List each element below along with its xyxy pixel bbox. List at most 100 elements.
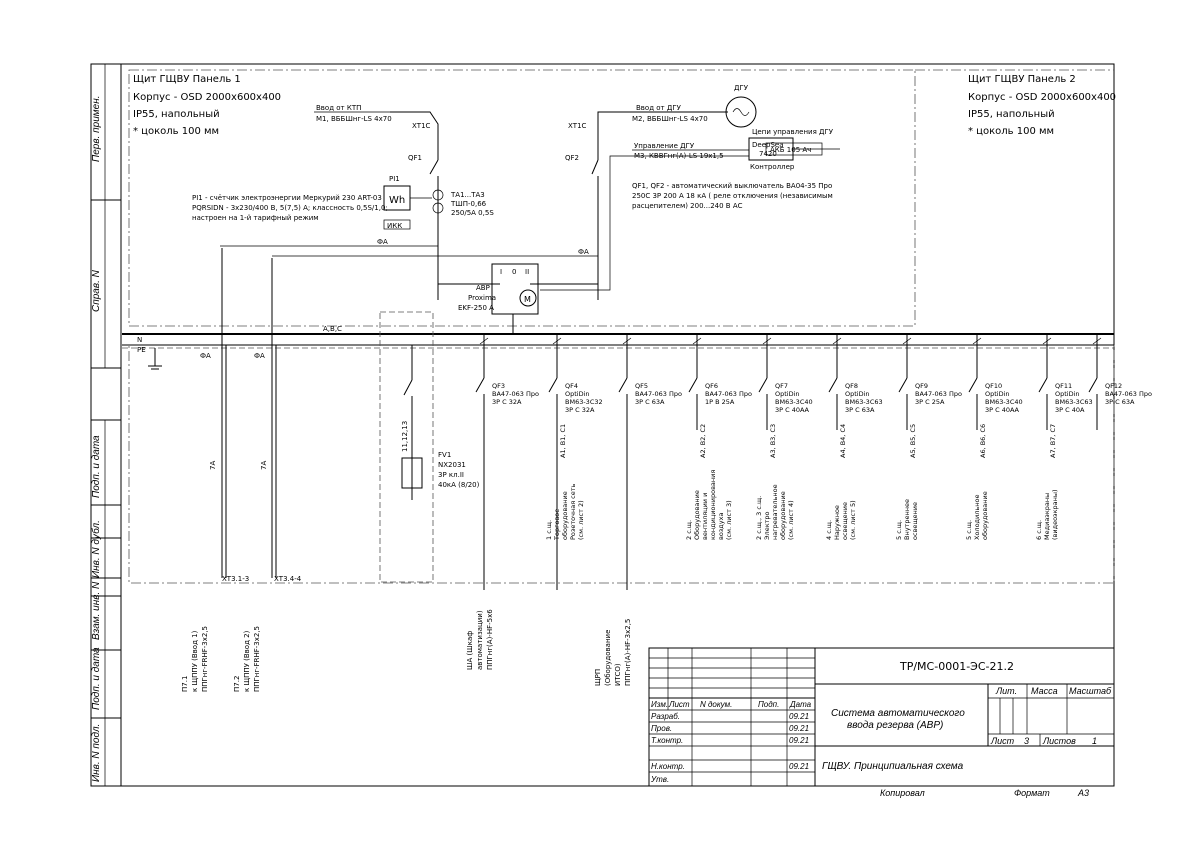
avr-switch: I 0 II M АВР Proxima EKF-250 А — [437, 263, 599, 334]
lower-panel-boundary — [128, 344, 1115, 584]
load-label: 4 с.щ. — [825, 520, 833, 540]
svg-text:ВА47-063 Про: ВА47-063 Про — [705, 390, 752, 398]
svg-text:М1, ВББШнг-LS 4х70: М1, ВББШнг-LS 4х70 — [316, 115, 392, 123]
svg-text:FV1: FV1 — [438, 451, 451, 459]
svg-text:ТР/МС-0001-ЭС-21.2: ТР/МС-0001-ЭС-21.2 — [899, 660, 1014, 673]
svg-text:ИТСО): ИТСО) — [614, 663, 622, 686]
svg-text:PQRSIDN - 3х230/400 В, 5(7,5): PQRSIDN - 3х230/400 В, 5(7,5) А; классно… — [192, 204, 388, 212]
load-label: 6 с.щ. — [1035, 520, 1043, 540]
load-label: (см. лист 3) — [725, 500, 733, 540]
input-dgu: Ввод от ДГУ М2, ВББШнг-LS 4х70 ХТ1С QF2 … — [540, 84, 840, 300]
svg-text:Proxima: Proxima — [468, 294, 496, 302]
svg-text:3Р С 40АА: 3Р С 40АА — [775, 406, 809, 414]
svg-text:П7.2: П7.2 — [233, 676, 241, 692]
svg-text:М2, ВББШнг-LS 4х70: М2, ВББШнг-LS 4х70 — [632, 115, 708, 123]
svg-text:Ввод от ДГУ: Ввод от ДГУ — [636, 104, 682, 112]
load-label: оборудование — [981, 491, 989, 540]
svg-text:09.21: 09.21 — [789, 712, 809, 721]
svg-text:расцепителем) 200...240 В АС: расцепителем) 200...240 В АС — [632, 202, 743, 210]
breaker-id: QF11 — [1055, 382, 1072, 390]
svg-text:Разраб.: Разраб. — [651, 712, 680, 721]
svg-text:Масса: Масса — [1031, 686, 1058, 696]
svg-text:ДГУ: ДГУ — [734, 84, 749, 92]
svg-text:ИКК: ИКК — [387, 222, 402, 230]
svg-text:А3: А3 — [1077, 788, 1089, 798]
svg-text:ЩРП: ЩРП — [594, 669, 602, 686]
load-label: кондиционирования — [709, 470, 717, 540]
svg-text:3Р С 32А: 3Р С 32А — [565, 406, 595, 414]
breaker-id: QF9 — [915, 382, 928, 390]
svg-text:Масштаб: Масштаб — [1069, 686, 1112, 696]
svg-text:Ввод от КТП: Ввод от КТП — [316, 104, 361, 112]
sidebar-vzam: Взам. инв. N — [91, 581, 102, 640]
svg-text:ХТ3.1-3: ХТ3.1-3 — [222, 575, 249, 583]
breaker-id: QF3 — [492, 382, 505, 390]
svg-text:ППГнг-FRHF-3х2,5: ППГнг-FRHF-3х2,5 — [253, 626, 261, 692]
phase-label: А6, В6, С6 — [979, 424, 987, 458]
panel2-header: Щит ГЩВУ Панель 2 Корпус - OSD 2000х600х… — [968, 74, 1116, 137]
svg-text:IP55, напольный: IP55, напольный — [968, 109, 1055, 120]
svg-text:настроен на 1-й тарифный режим: настроен на 1-й тарифный режим — [192, 214, 319, 222]
svg-text:автоматизации): автоматизации) — [476, 610, 484, 670]
svg-text:OptiDin: OptiDin — [1055, 390, 1080, 398]
svg-text:QF1: QF1 — [408, 154, 422, 162]
breaker-id: QF7 — [775, 382, 788, 390]
svg-text:Щит ГЩВУ Панель 1: Щит ГЩВУ Панель 1 — [133, 74, 241, 85]
load-label: 5 с.щ. — [965, 520, 973, 540]
svg-text:ХТ1С: ХТ1С — [568, 122, 587, 130]
svg-text:1Р В 25А: 1Р В 25А — [705, 398, 735, 406]
input-ktp: Ввод от КТП М1, ВББШнг-LS 4х70 ХТ1С QF1 — [314, 104, 444, 300]
svg-text:ША (Шкаф: ША (Шкаф — [466, 631, 474, 670]
svg-text:OptiDin: OptiDin — [845, 390, 870, 398]
sidebar-podp2: Подп. и дата — [91, 647, 102, 710]
sidebar-inv-dubl: Инв. N дубл. — [90, 520, 102, 578]
svg-text:Лист: Лист — [990, 736, 1015, 746]
svg-text:Изм.: Изм. — [651, 700, 668, 709]
svg-text:7А: 7А — [260, 461, 268, 470]
svg-text:к ЩППУ (Ввод 1): к ЩППУ (Ввод 1) — [191, 630, 199, 692]
load-label: оборудование — [779, 491, 787, 540]
load-label: воздуха — [717, 513, 725, 540]
load-label: (см. лист 2) — [577, 500, 585, 540]
phase-label: А5, В5, С5 — [909, 424, 917, 458]
svg-text:Корпус - OSD 2000х600х400: Корпус - OSD 2000х600х400 — [968, 92, 1116, 103]
panel1-boundary — [128, 69, 916, 327]
svg-text:7420: 7420 — [759, 150, 777, 158]
svg-text:ВА47-063 Про: ВА47-063 Про — [1105, 390, 1152, 398]
breaker-id: QF12 — [1105, 382, 1122, 390]
load-label: Оборудование — [693, 490, 701, 540]
load-label: Наружное — [833, 505, 841, 540]
load-label: (см. лист 5) — [849, 500, 857, 540]
meter-pi1: PI1 Wh ИКК PI1 - счётчик электроэнергии … — [192, 175, 432, 230]
load-label: нагревательное — [771, 484, 779, 540]
phase-label: А7, В7, С7 — [1049, 424, 1057, 458]
svg-text:3Р С 40АА: 3Р С 40АА — [985, 406, 1019, 414]
load-label: Внутреннее — [903, 499, 911, 540]
load-label: 1 с.щ. — [545, 520, 553, 540]
svg-text:Управление ДГУ: Управление ДГУ — [634, 142, 695, 150]
fv1-surge-protector: 11,12,13 FV1 NX2031 3Р кл.II 40кА (8/20) — [401, 345, 480, 500]
svg-text:ВМ63-3С32: ВМ63-3С32 — [565, 398, 603, 406]
svg-text:N: N — [137, 336, 142, 344]
svg-text:ВМ63-3С63: ВМ63-3С63 — [1055, 398, 1093, 406]
svg-text:II: II — [525, 268, 529, 276]
svg-text:ТШП-0,66: ТШП-0,66 — [450, 200, 487, 208]
svg-text:Пров.: Пров. — [651, 724, 672, 733]
load-label: Медиаэкраны — [1043, 493, 1051, 540]
load-label: Холодильное — [973, 495, 981, 541]
svg-text:Лит.: Лит. — [995, 686, 1017, 696]
svg-text:* цоколь 100 мм: * цоколь 100 мм — [968, 126, 1054, 137]
svg-text:I: I — [500, 268, 502, 276]
svg-text:0: 0 — [512, 268, 516, 276]
svg-text:АКБ 105 Ач: АКБ 105 Ач — [770, 146, 811, 154]
load-label: Розеточная сеть — [569, 483, 577, 540]
svg-text:* цоколь 100 мм: * цоколь 100 мм — [133, 126, 219, 137]
